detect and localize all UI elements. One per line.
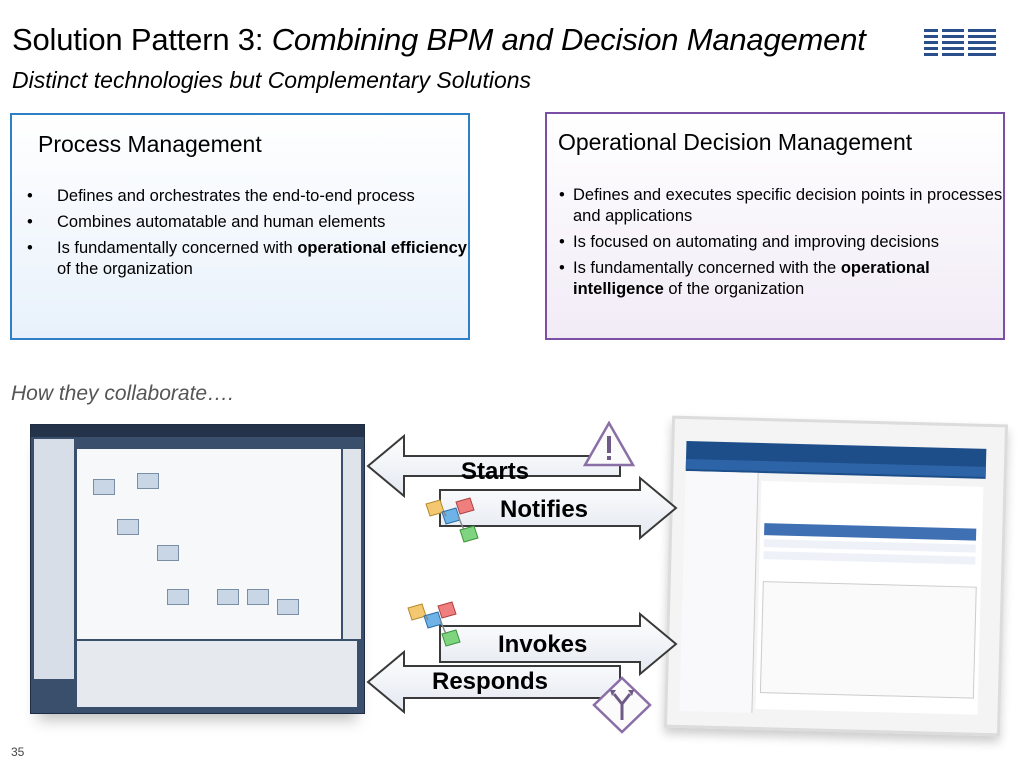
ibm-logo	[924, 27, 996, 57]
list-item: •Is fundamentally concerned with the ope…	[559, 259, 930, 298]
collaborate-label: How they collaborate….	[11, 382, 234, 405]
diagram-node	[137, 473, 159, 489]
decision-diamond-icon	[592, 676, 652, 734]
diagram-node	[93, 479, 115, 495]
properties-panel	[77, 641, 357, 707]
slide-title: Solution Pattern 3: Combining BPM and De…	[12, 22, 866, 58]
process-designer-screenshot	[30, 424, 365, 714]
diagram-node	[117, 519, 139, 535]
navigation-tree	[679, 471, 759, 713]
title-plain: Solution Pattern 3:	[12, 22, 264, 57]
window-titlebar	[31, 425, 364, 437]
process-diagram-canvas	[77, 449, 341, 639]
process-heading: Process Management	[38, 131, 262, 157]
library-sidebar	[34, 439, 74, 679]
diagram-node	[247, 589, 269, 605]
process-management-box: Process Management •Defines and orchestr…	[10, 113, 470, 340]
decision-list: •Defines and executes specific decision …	[559, 185, 1007, 305]
title-italic: Combining BPM and Decision Management	[271, 22, 866, 57]
starts-label: Starts	[461, 458, 530, 485]
notifies-label: Notifies	[500, 496, 589, 523]
warning-triangle-icon	[582, 420, 636, 467]
responds-label: Responds	[432, 668, 549, 695]
list-item: •Is fundamentally concerned with operati…	[27, 239, 467, 278]
palette-toolbar	[343, 449, 361, 639]
rule-preview	[759, 581, 977, 699]
decision-management-box: Operational Decision Management •Defines…	[545, 112, 1005, 340]
invokes-arrow	[439, 611, 678, 677]
invokes-label: Invokes	[498, 631, 588, 658]
diagram-node	[167, 589, 189, 605]
interaction-arrows	[366, 433, 678, 715]
decision-center-screenshot	[663, 415, 1009, 737]
diagram-node	[157, 545, 179, 561]
diagram-node	[217, 589, 239, 605]
diagram-node	[277, 599, 299, 615]
slide-subtitle: Distinct technologies but Complementary …	[12, 67, 532, 93]
decision-heading: Operational Decision Management	[558, 129, 913, 155]
list-item: •Is focused on automating and improving …	[559, 233, 939, 251]
list-item: •Defines and orchestrates the end-to-end…	[27, 187, 415, 205]
list-item: •Combines automatable and human elements	[27, 213, 386, 231]
rules-blocks-icon	[407, 601, 461, 647]
rules-blocks-icon	[425, 497, 479, 543]
process-list: •Defines and orchestrates the end-to-end…	[25, 186, 469, 285]
page-number: 35	[11, 745, 25, 759]
list-item: •Defines and executes specific decision …	[559, 186, 1003, 225]
